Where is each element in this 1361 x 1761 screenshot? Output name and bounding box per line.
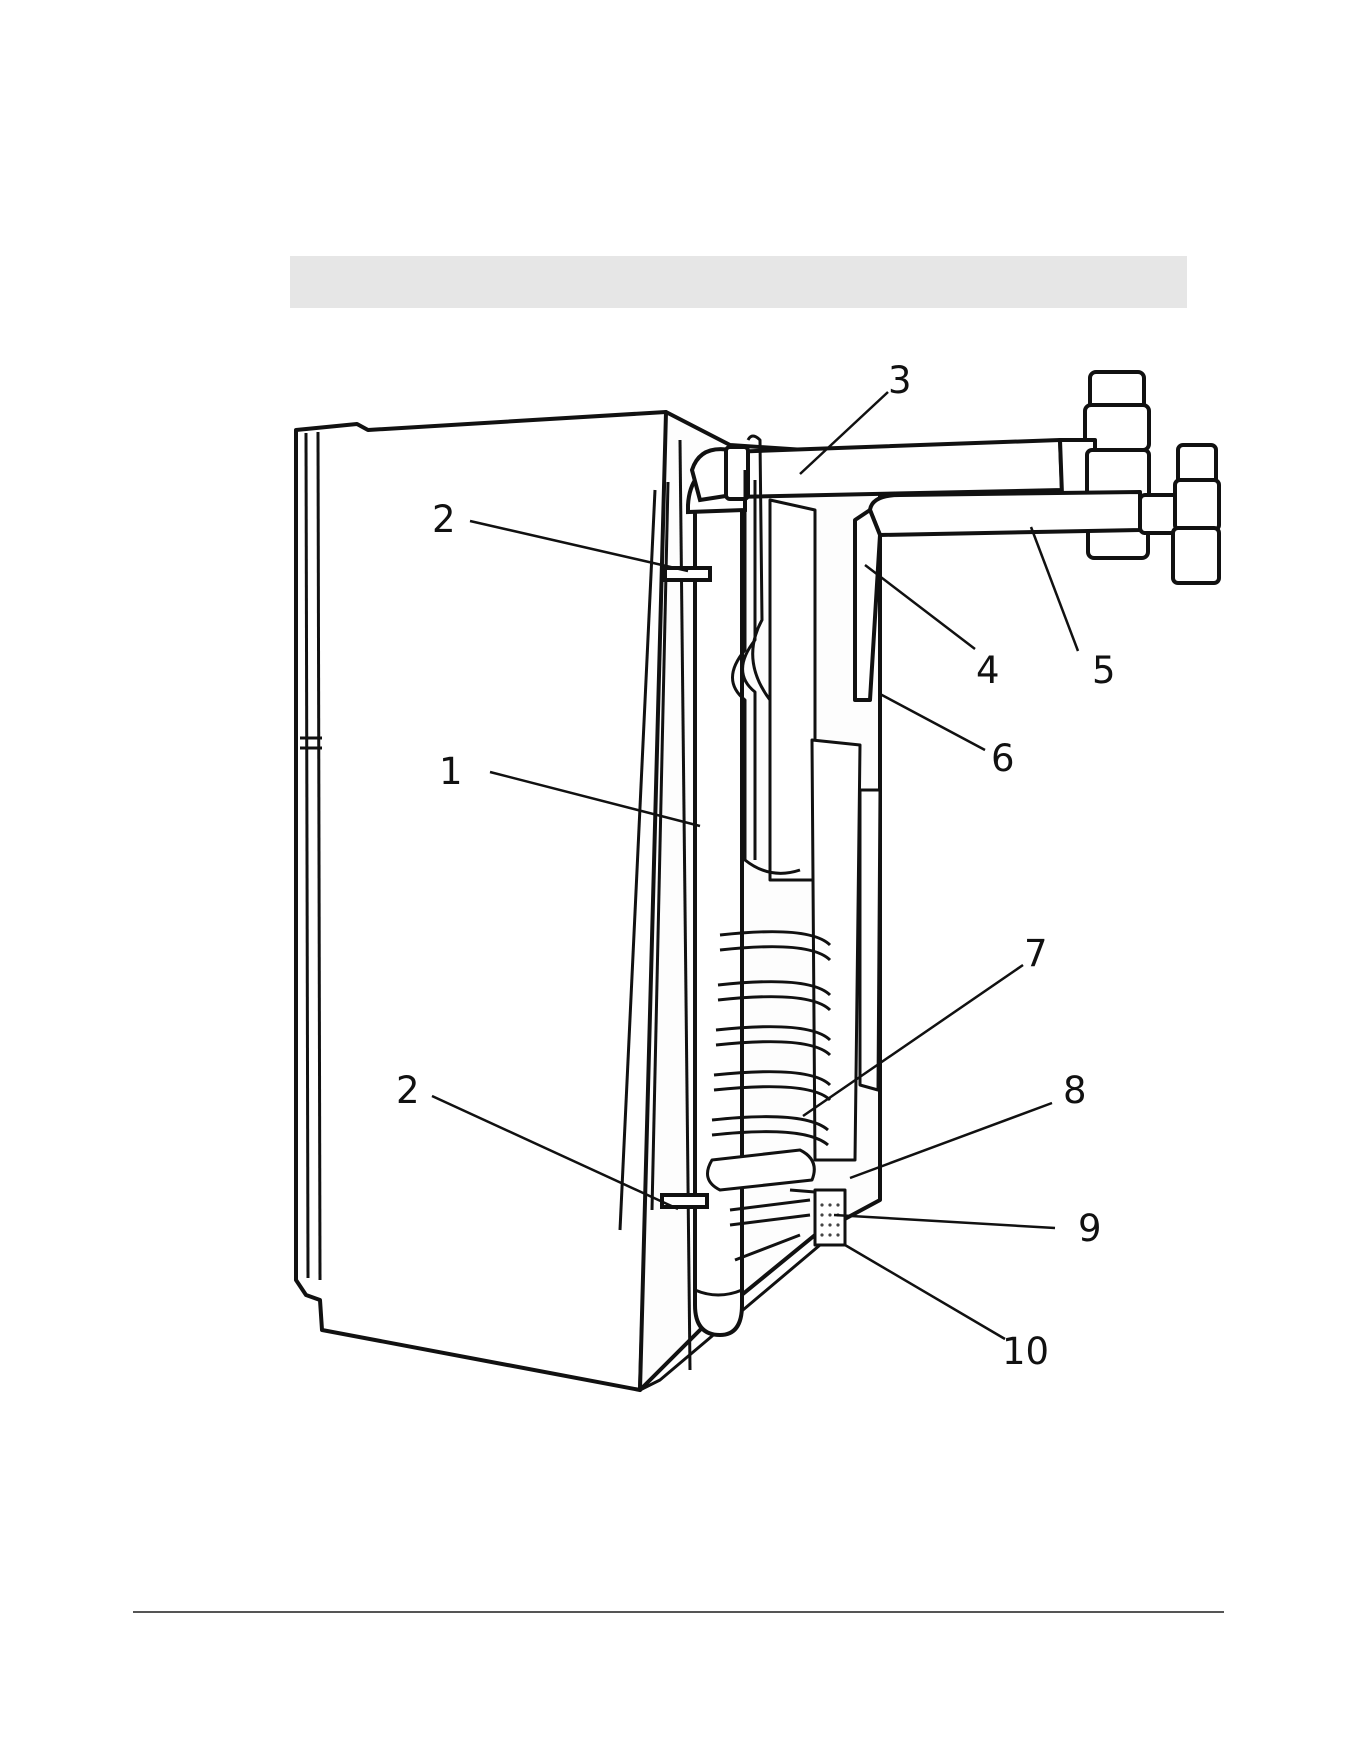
callout-7: 7	[1024, 932, 1048, 975]
callout-2-lower: 2	[396, 1069, 420, 1112]
callout-3: 3	[888, 359, 912, 402]
footer-divider	[133, 1611, 1224, 1613]
callout-9: 9	[1078, 1207, 1102, 1250]
callout-8: 8	[1063, 1069, 1087, 1112]
callout-1: 1	[439, 750, 463, 793]
callout-2-upper: 2	[432, 498, 456, 541]
callout-4: 4	[976, 649, 1000, 692]
callout-10: 10	[1002, 1330, 1049, 1373]
callout-5: 5	[1092, 649, 1116, 692]
callout-6: 6	[991, 737, 1015, 780]
